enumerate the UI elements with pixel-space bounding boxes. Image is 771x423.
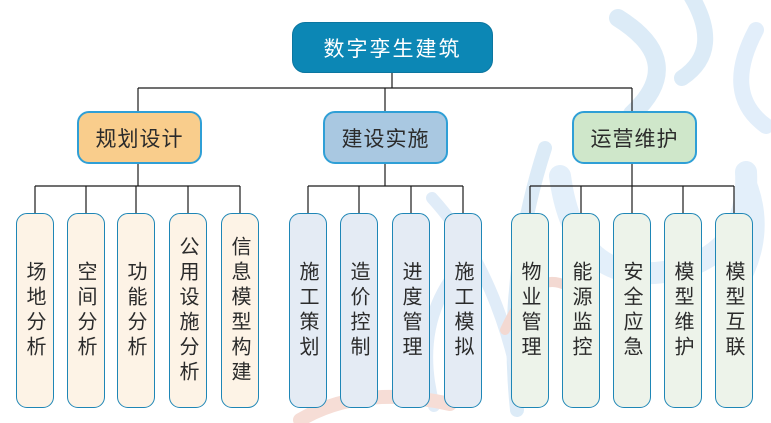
leaf-node-model-maintenance: 模型维护 xyxy=(664,213,702,408)
leaf-node-label: 空间分析 xyxy=(74,260,98,361)
leaf-node-construction-planning: 施工策划 xyxy=(289,213,327,408)
leaf-node-cost-control: 造价控制 xyxy=(340,213,378,408)
leaf-node-space-analysis: 空间分析 xyxy=(67,213,105,408)
leaf-node-label: 公用设施分析 xyxy=(176,235,200,386)
leaf-node-label: 安全应急 xyxy=(620,260,644,361)
leaf-node-function-analysis: 功能分析 xyxy=(117,213,155,408)
leaf-node-safety-emergency: 安全应急 xyxy=(613,213,651,408)
leaf-node-label: 模型维护 xyxy=(671,260,695,361)
leaf-node-label: 能源监控 xyxy=(569,260,593,361)
branch-node-operation-maintenance: 运营维护 xyxy=(572,111,697,164)
leaf-node-model-interconnection: 模型互联 xyxy=(715,213,753,408)
leaf-node-label: 施工模拟 xyxy=(451,260,475,361)
leaf-node-energy-monitoring: 能源监控 xyxy=(562,213,600,408)
leaf-node-utility-analysis: 公用设施分析 xyxy=(169,213,207,408)
root-node-digital-twin-building: 数字孪生建筑 xyxy=(292,22,493,73)
branch-node-label: 规划设计 xyxy=(95,126,184,151)
branch-node-construction-implementation: 建设实施 xyxy=(323,111,448,164)
branch-node-label: 运营维护 xyxy=(590,126,679,151)
leaf-node-label: 进度管理 xyxy=(399,260,423,361)
leaf-node-label: 模型互联 xyxy=(722,260,746,361)
branch-node-planning-design: 规划设计 xyxy=(77,111,202,164)
leaf-node-construction-simulation: 施工模拟 xyxy=(444,213,482,408)
leaf-node-label: 造价控制 xyxy=(347,260,371,361)
leaf-node-schedule-management: 进度管理 xyxy=(392,213,430,408)
leaf-node-label: 信息模型构建 xyxy=(228,235,252,386)
root-node-label: 数字孪生建筑 xyxy=(323,36,462,61)
leaf-node-label: 物业管理 xyxy=(518,260,542,361)
leaf-node-info-model-building: 信息模型构建 xyxy=(221,213,259,408)
branch-node-label: 建设实施 xyxy=(341,126,430,151)
leaf-node-label: 施工策划 xyxy=(296,260,320,361)
leaf-node-label: 场地分析 xyxy=(23,260,47,361)
leaf-node-property-management: 物业管理 xyxy=(511,213,549,408)
leaf-node-label: 功能分析 xyxy=(124,260,148,361)
leaf-node-site-analysis: 场地分析 xyxy=(16,213,54,408)
